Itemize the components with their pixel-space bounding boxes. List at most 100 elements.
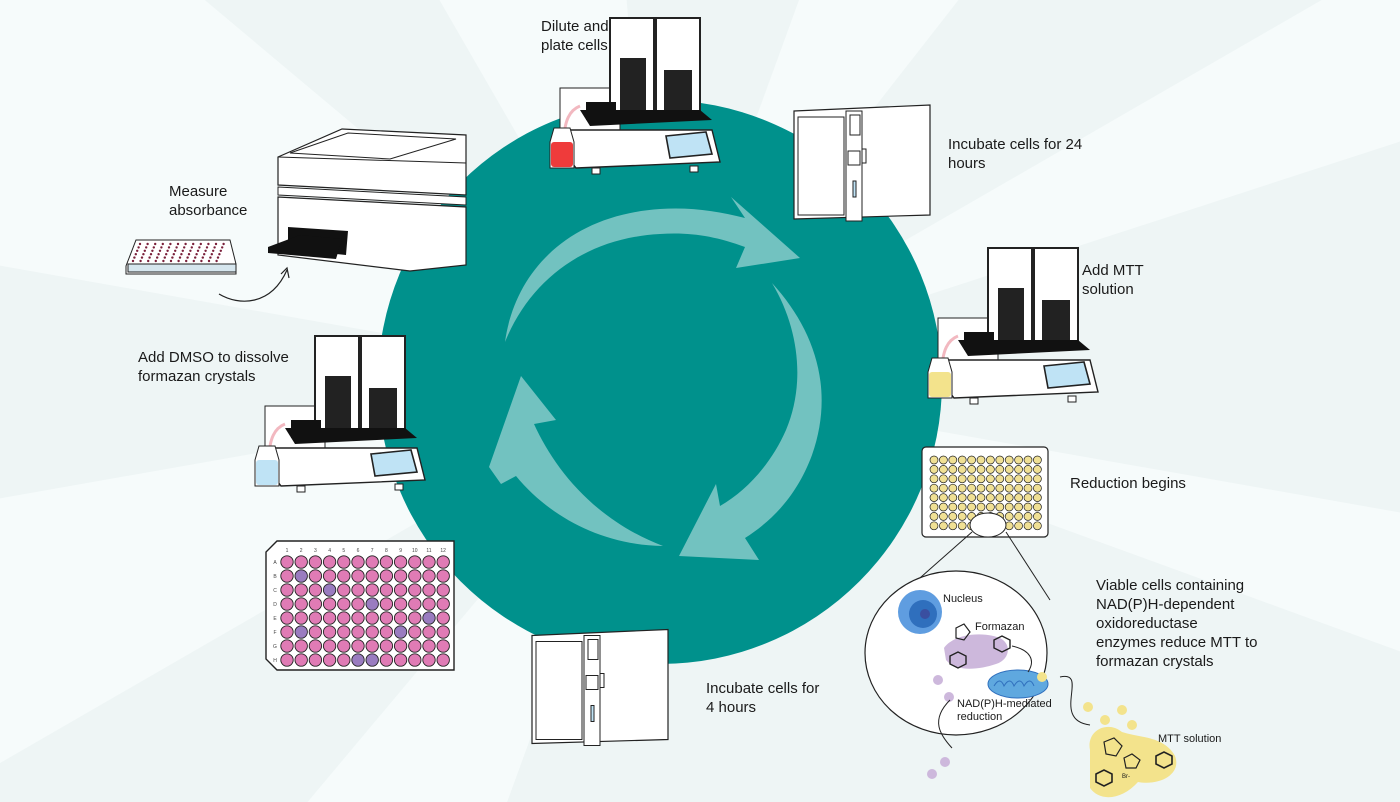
- well-E11: [422, 611, 436, 625]
- well-C6: [976, 474, 986, 484]
- small-well: [143, 249, 146, 252]
- well-C6: [351, 583, 365, 597]
- well-A5: [967, 455, 976, 465]
- well-E5: [967, 493, 976, 502]
- well-C11: [1023, 474, 1033, 484]
- incubator-body: [793, 104, 931, 222]
- well-E7: [365, 611, 379, 625]
- well-H8: [379, 653, 394, 667]
- well-E12: [1033, 493, 1042, 502]
- mtt-molecule: [1083, 702, 1177, 798]
- well-B4: [322, 569, 337, 583]
- well-G5: [337, 639, 351, 653]
- small-well: [158, 249, 162, 252]
- well-F11: [422, 625, 436, 639]
- well-D12: [436, 597, 450, 611]
- well-H10: [1014, 521, 1023, 531]
- small-well: [163, 256, 166, 259]
- well-H12: [436, 653, 450, 667]
- mitochondrion: [987, 669, 1049, 699]
- small-well: [178, 256, 182, 259]
- well-G10: [1014, 512, 1023, 521]
- plate-row-label: B: [273, 574, 277, 580]
- well-A9: [393, 555, 408, 569]
- small-well: [201, 256, 204, 259]
- well-C7: [365, 583, 379, 597]
- step-label-measure: Measure absorbance: [169, 183, 248, 219]
- small-well: [180, 253, 183, 256]
- microplate-small-icon: [125, 239, 237, 275]
- well-A7: [365, 555, 379, 569]
- well-D3: [308, 597, 323, 611]
- small-well: [221, 246, 224, 249]
- small-well: [190, 246, 193, 249]
- small-well: [195, 253, 198, 256]
- small-well: [152, 246, 155, 249]
- small-well: [192, 259, 195, 263]
- well-C8: [379, 583, 394, 597]
- small-well: [133, 256, 136, 259]
- small-well: [181, 249, 184, 252]
- well-F7: [986, 502, 995, 512]
- well-E5: [337, 611, 351, 625]
- well-G10: [408, 639, 422, 653]
- small-well: [169, 242, 172, 246]
- well-B6: [351, 569, 365, 583]
- well-E6: [351, 611, 365, 625]
- small-well: [156, 256, 159, 259]
- well-C5: [967, 474, 976, 484]
- well-A8: [379, 555, 394, 569]
- well-G12: [436, 639, 450, 653]
- small-well: [199, 242, 202, 246]
- plate-column-label: 11: [426, 548, 431, 554]
- curved-arrow-icon: [218, 266, 290, 302]
- well-B11: [422, 569, 436, 583]
- well-A3: [308, 555, 323, 569]
- well-E11: [1023, 493, 1033, 502]
- well-A11: [1023, 455, 1033, 465]
- well-G6: [351, 639, 365, 653]
- well-G4: [957, 512, 967, 521]
- small-well: [185, 259, 188, 263]
- well-F11: [1023, 502, 1033, 512]
- well-E1: [929, 493, 939, 502]
- small-well: [161, 242, 164, 246]
- well-E9: [1004, 493, 1014, 502]
- well-A8: [995, 455, 1005, 465]
- plate-row-label: G: [273, 644, 277, 650]
- well-H4: [957, 521, 967, 531]
- well-D4: [957, 483, 967, 493]
- small-well: [203, 253, 206, 256]
- well-C10: [1014, 474, 1023, 484]
- well-D11: [422, 597, 436, 611]
- well-F1: [280, 625, 294, 639]
- well-B3: [948, 465, 958, 474]
- well-B12: [1033, 465, 1042, 474]
- small-well: [149, 253, 153, 256]
- well-H1: [280, 653, 294, 667]
- bromide-label: Br-: [1122, 774, 1130, 780]
- well-E4: [957, 493, 967, 502]
- well-D5: [967, 483, 976, 493]
- formazan-label: Formazan: [975, 621, 1025, 633]
- small-well: [198, 246, 201, 249]
- well-E4: [322, 611, 337, 625]
- well-G9: [393, 639, 408, 653]
- well-C2: [294, 583, 308, 597]
- incubator-body: [531, 628, 669, 746]
- liquid-dispenser-icon-mtt: [927, 247, 1099, 405]
- well-B8: [379, 569, 394, 583]
- well-G2: [939, 512, 948, 521]
- well-C1: [280, 583, 294, 597]
- well-H6: [351, 653, 365, 667]
- small-well: [189, 249, 192, 252]
- small-well: [215, 259, 218, 263]
- small-well: [148, 256, 151, 259]
- step-label-add-mtt: Add MTT solution: [1082, 262, 1144, 298]
- well-F9: [1004, 502, 1014, 512]
- small-well: [176, 242, 180, 246]
- small-well: [192, 242, 195, 246]
- plate-column-label: 10: [412, 548, 418, 554]
- well-D5: [337, 597, 351, 611]
